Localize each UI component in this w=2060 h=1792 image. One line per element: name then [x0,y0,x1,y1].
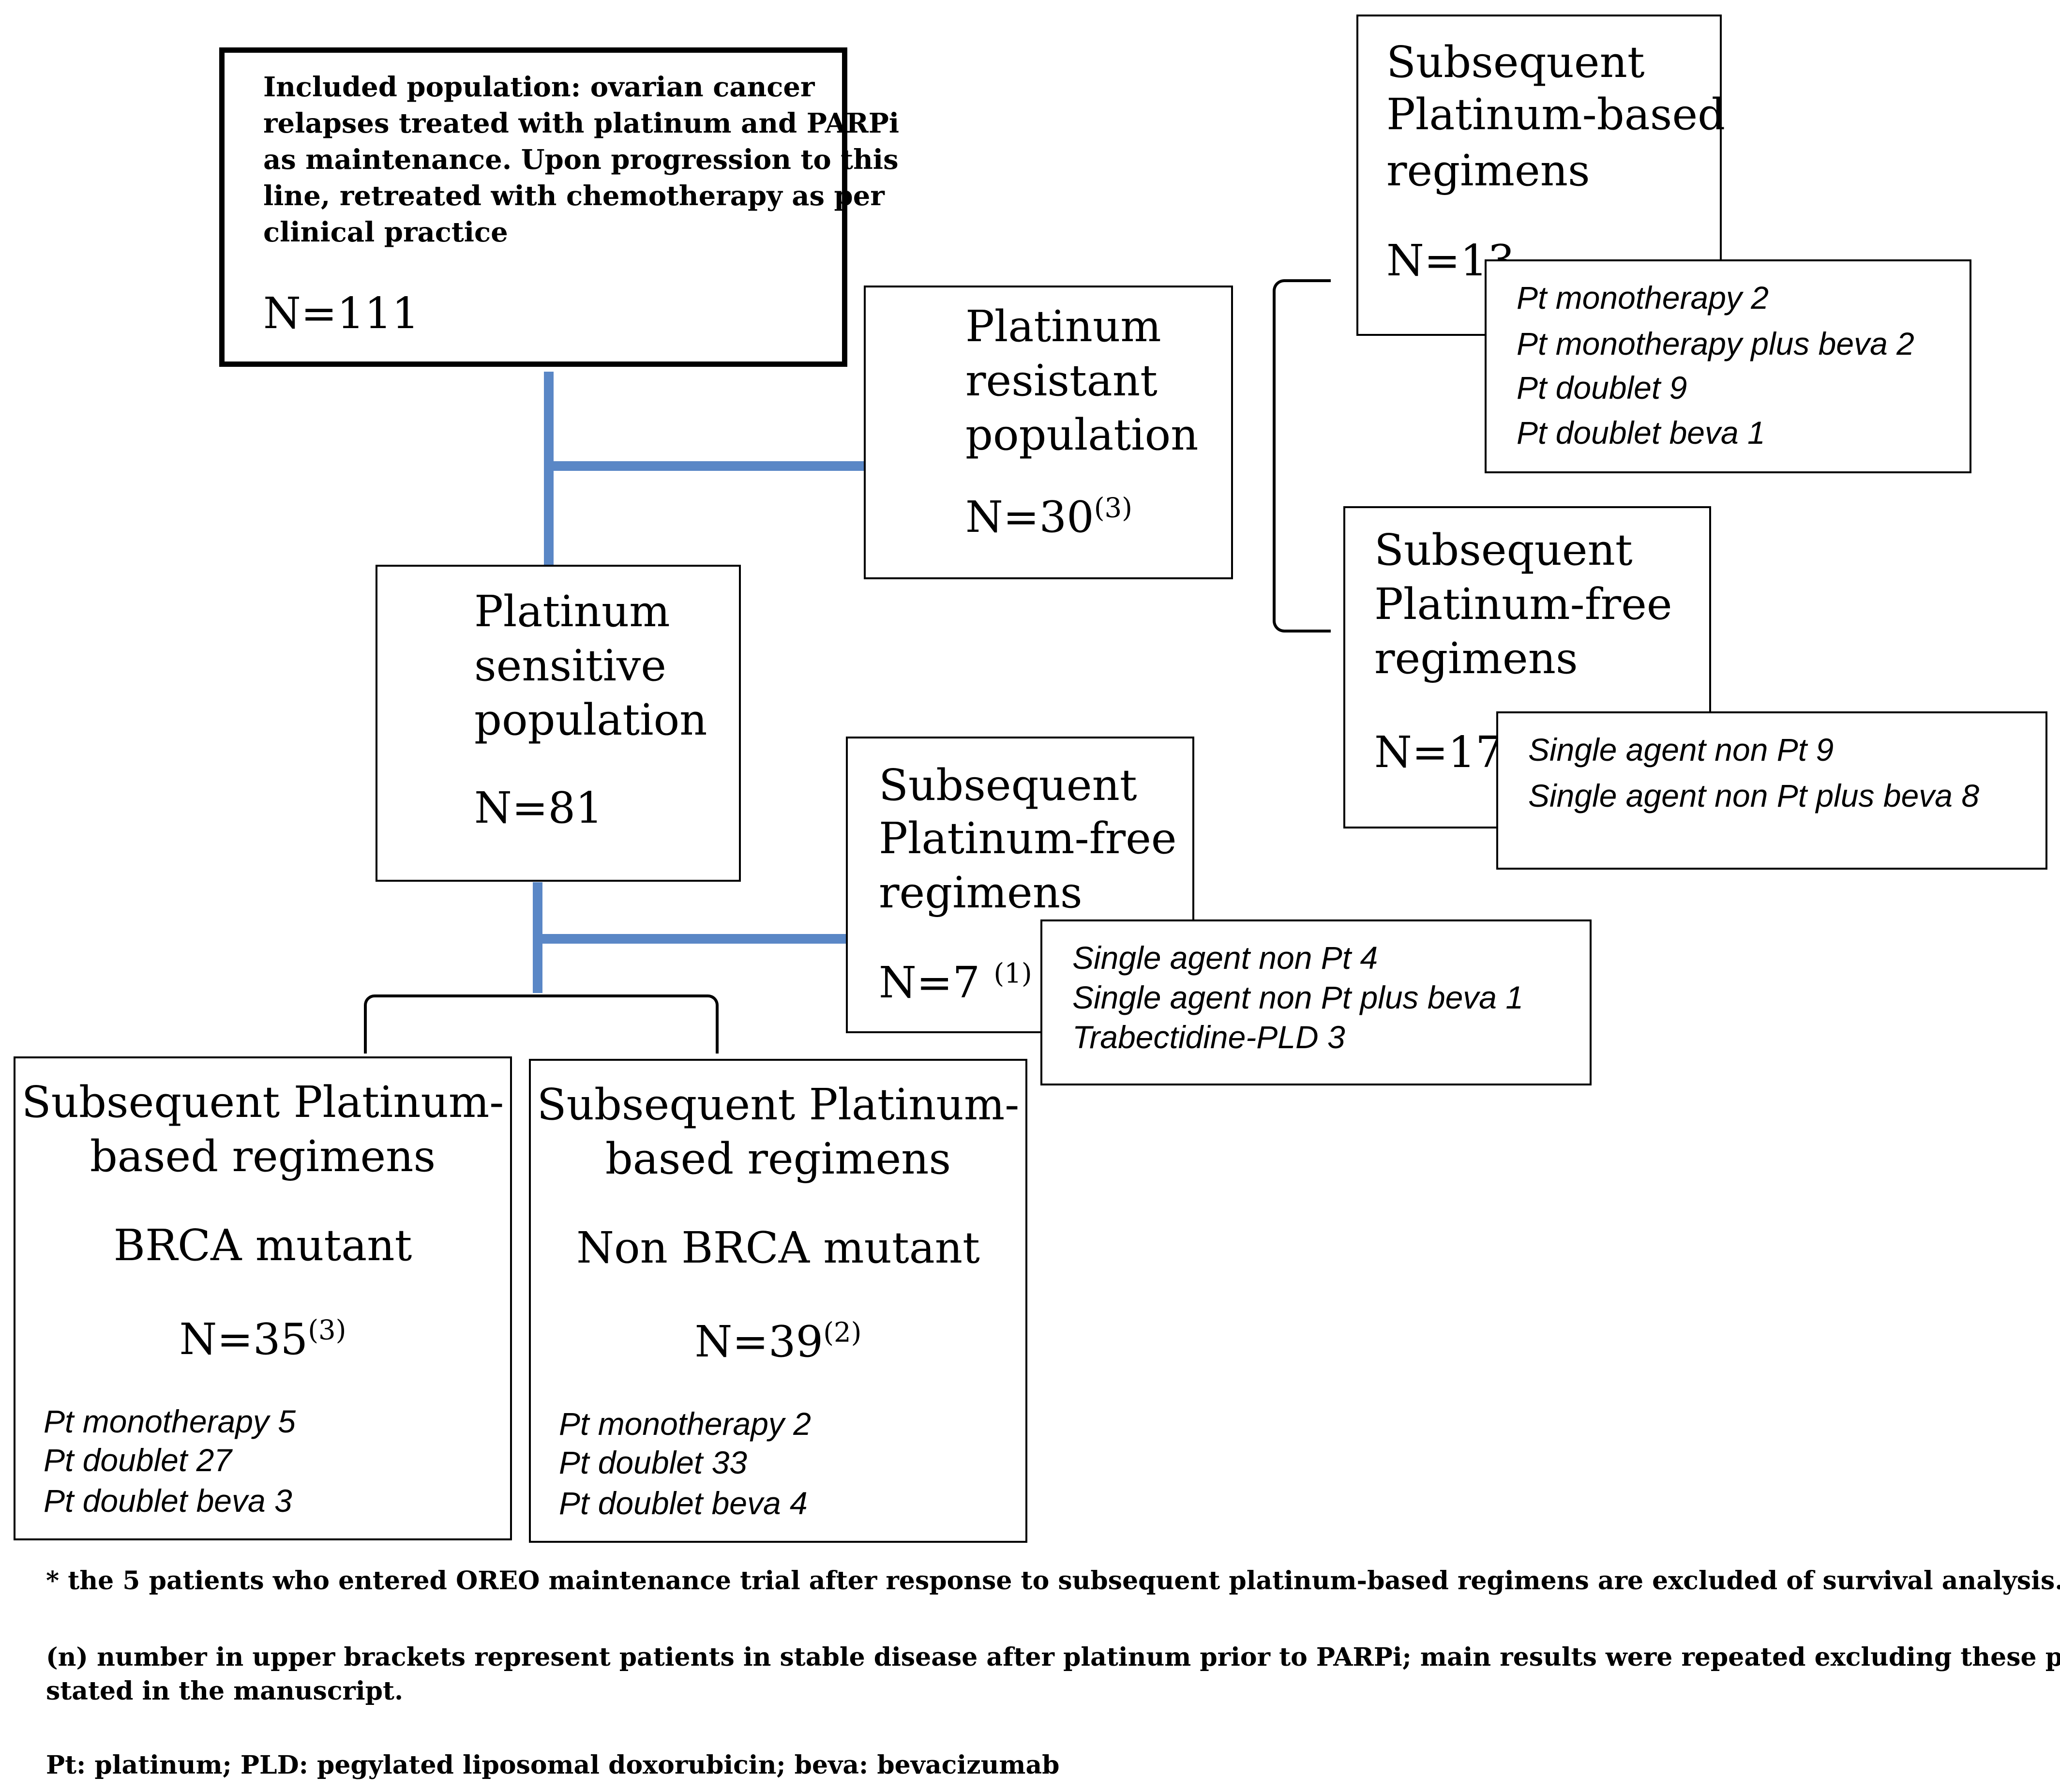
brca-regimen-2: Pt doublet 27 [44,1442,232,1478]
resistant-n: N=30(3) [965,492,1133,542]
resistant-free-regimen-1: Single agent non Pt 9 [1528,732,1834,768]
footnote-abbreviations: Pt: platinum; PLD: pegylated liposomal d… [46,1750,1060,1780]
nonbrca-regimen-2: Pt doublet 33 [559,1445,747,1480]
sensitive-free-regimen-3: Trabectidine-PLD 3 [1072,1019,1345,1055]
connector-to-resistant [549,461,866,471]
brca-n: N=35(3) [179,1314,346,1364]
resistant-free-regimen-2: Single agent non Pt plus beva 8 [1528,778,1980,813]
included-n: N=111 [263,288,420,338]
brca-regimen-3: Pt doublet beva 3 [44,1483,292,1519]
sensitive-population-box: Platinum sensitive population N=81 [376,565,741,882]
sensitive-free-regimens-box: Single agent non Pt 4 Single agent non P… [1040,919,1592,1085]
sensitive-free-n: N=7 (1) [879,957,1032,1008]
resistant-pt-regimen-1: Pt monotherapy 2 [1517,280,1769,316]
sensitive-free-regimen-1: Single agent non Pt 4 [1072,940,1378,976]
nonbrca-heading: Subsequent Platinum- based regimens [531,1077,1025,1186]
brca-line-1: Subsequent Platinum- [21,1077,504,1127]
nonbrca-n: N=39(2) [694,1316,862,1367]
bracket-resistant-split [1273,279,1331,632]
included-line-4: line, retreated with chemotherapy as per [263,180,885,212]
sensitive-line-3: population [474,694,707,745]
resistant-pt-line-1: Subsequent [1386,37,1645,87]
resistant-pt-regimens-box: Pt monotherapy 2 Pt monotherapy plus bev… [1485,259,1971,473]
resistant-pt-regimen-4: Pt doublet beva 1 [1517,415,1765,451]
resistant-free-line-2: Platinum-free [1374,579,1672,629]
included-line-3: as maintenance. Upon progression to this [263,144,899,176]
sensitive-free-line-2: Platinum-free [879,813,1177,863]
sensitive-n: N=81 [474,783,603,833]
footnote-brackets-1: (n) number in upper brackets represent p… [46,1642,2060,1672]
resistant-line-1: Platinum [965,301,1161,351]
brca-line-2: based regimens [90,1131,436,1181]
non-brca-mutant-box: Subsequent Platinum- based regimens Non … [529,1059,1027,1543]
nonbrca-group: Non BRCA mutant [576,1222,980,1273]
brca-mutant-box: Subsequent Platinum- based regimens BRCA… [14,1056,512,1540]
sensitive-free-line-3: regimens [879,867,1083,918]
brca-group: BRCA mutant [113,1220,412,1270]
resistant-free-n: N=17 [1374,727,1503,777]
footnote-brackets-2: stated in the manuscript. [46,1676,404,1706]
resistant-population-box: Platinum resistant population N=30(3) [864,286,1233,579]
nonbrca-line-2: based regimens [605,1133,951,1184]
connector-to-sensitive-free [533,934,847,944]
resistant-pt-line-2: Platinum-based [1386,89,1726,139]
included-line-1: Included population: ovarian cancer [263,71,815,103]
resistant-free-line-1: Subsequent [1374,525,1633,575]
resistant-free-regimens-box: Single agent non Pt 9 Single agent non P… [1496,711,2047,870]
included-population-box: Included population: ovarian cancer rela… [219,47,899,367]
footnote-oreo: * the 5 patients who entered OREO mainte… [46,1566,2060,1596]
bracket-sensitive-split [364,994,719,1054]
nonbrca-regimen-3: Pt doublet beva 4 [559,1485,808,1521]
sensitive-free-line-1: Subsequent [879,760,1137,810]
nonbrca-line-1: Subsequent Platinum- [537,1079,1020,1129]
resistant-line-2: resistant [965,355,1158,406]
nonbrca-regimen-1: Pt monotherapy 2 [559,1406,811,1442]
included-line-5: clinical practice [263,216,508,248]
resistant-pt-regimen-2: Pt monotherapy plus beva 2 [1517,326,1914,361]
included-line-2: relapses treated with platinum and PARPi [263,107,900,139]
sensitive-free-regimen-2: Single agent non Pt plus beva 1 [1072,979,1524,1015]
resistant-line-3: population [965,409,1199,460]
sensitive-line-2: sensitive [474,640,666,691]
brca-heading: Subsequent Platinum- based regimens [15,1075,510,1183]
resistant-pt-regimen-3: Pt doublet 9 [1517,370,1687,406]
brca-regimen-1: Pt monotherapy 5 [44,1403,296,1439]
sensitive-line-1: Platinum [474,586,670,636]
resistant-free-line-3: regimens [1374,633,1578,683]
resistant-pt-line-3: regimens [1386,145,1590,196]
